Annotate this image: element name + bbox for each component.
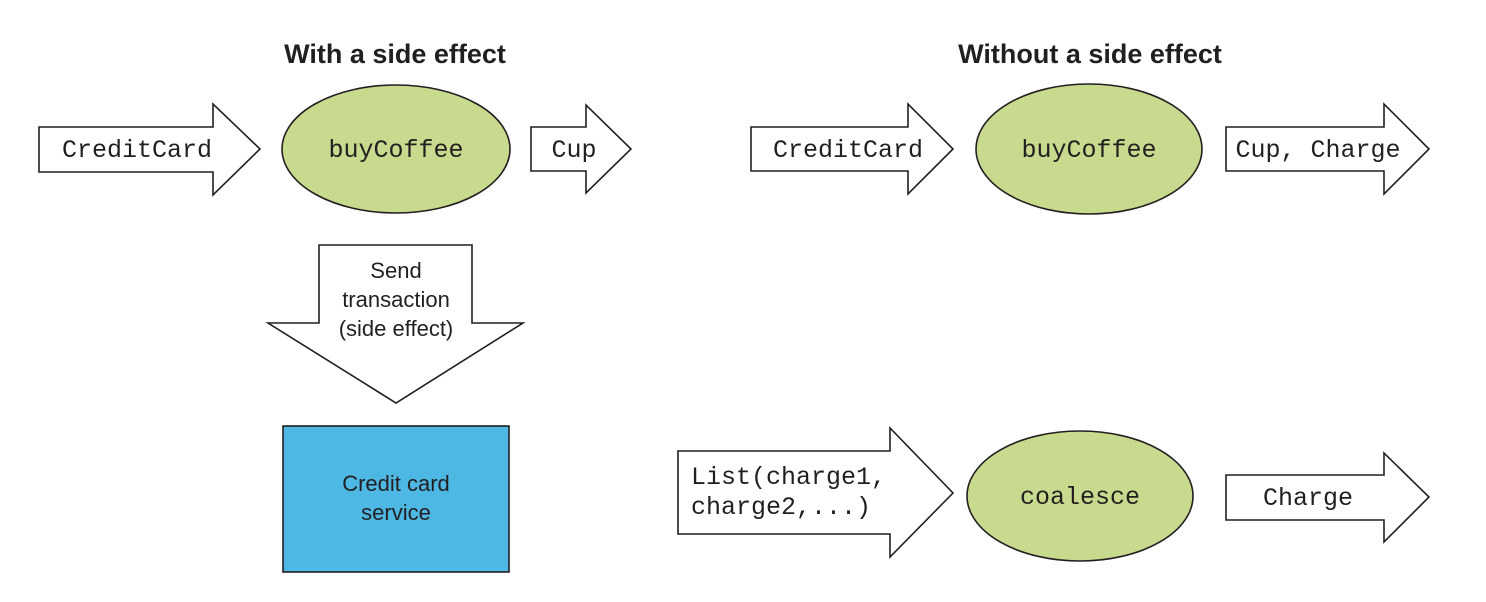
right-input-arrow: CreditCard bbox=[750, 102, 955, 196]
side-effect-line-1: Send bbox=[370, 258, 421, 283]
left-output-label: Cup bbox=[551, 136, 596, 165]
right-output-arrow: Cup, Charge bbox=[1225, 102, 1431, 196]
left-function-label: buyCoffee bbox=[328, 136, 463, 165]
side-effect-line-3: (side effect) bbox=[339, 316, 454, 341]
credit-card-service-box: Credit card service bbox=[282, 425, 510, 573]
coalesce-ellipse bbox=[966, 430, 1194, 562]
coalesce-input-line-1: List(charge1, bbox=[691, 463, 886, 492]
right-title: Without a side effect bbox=[958, 39, 1222, 69]
left-title: With a side effect bbox=[284, 39, 506, 69]
right-function-ellipse bbox=[975, 83, 1203, 215]
service-rect bbox=[282, 425, 510, 573]
coalesce-input-arrow: List(charge1, charge2,...) bbox=[677, 426, 955, 559]
left-input-arrow: CreditCard bbox=[38, 102, 262, 197]
coalesce-input-line-2: charge2,...) bbox=[691, 493, 871, 522]
left-function-ellipse bbox=[281, 84, 511, 214]
right-function-node: buyCoffee bbox=[975, 83, 1203, 215]
service-line-1: Credit card bbox=[342, 471, 450, 496]
side-effect-line-2: transaction bbox=[342, 287, 450, 312]
service-line-2: service bbox=[361, 500, 431, 525]
side-effect-arrow: Send transaction (side effect) bbox=[265, 244, 526, 404]
right-function-label: buyCoffee bbox=[1021, 136, 1156, 165]
coalesce-node: coalesce bbox=[966, 430, 1194, 562]
right-output-label: Cup, Charge bbox=[1235, 136, 1400, 165]
right-input-label: CreditCard bbox=[773, 136, 923, 165]
coalesce-output-arrow: Charge bbox=[1225, 451, 1431, 544]
coalesce-output-label: Charge bbox=[1263, 484, 1353, 513]
left-input-label: CreditCard bbox=[62, 136, 212, 165]
coalesce-label: coalesce bbox=[1020, 483, 1140, 512]
left-function-node: buyCoffee bbox=[281, 84, 511, 214]
left-output-arrow: Cup bbox=[530, 103, 633, 195]
